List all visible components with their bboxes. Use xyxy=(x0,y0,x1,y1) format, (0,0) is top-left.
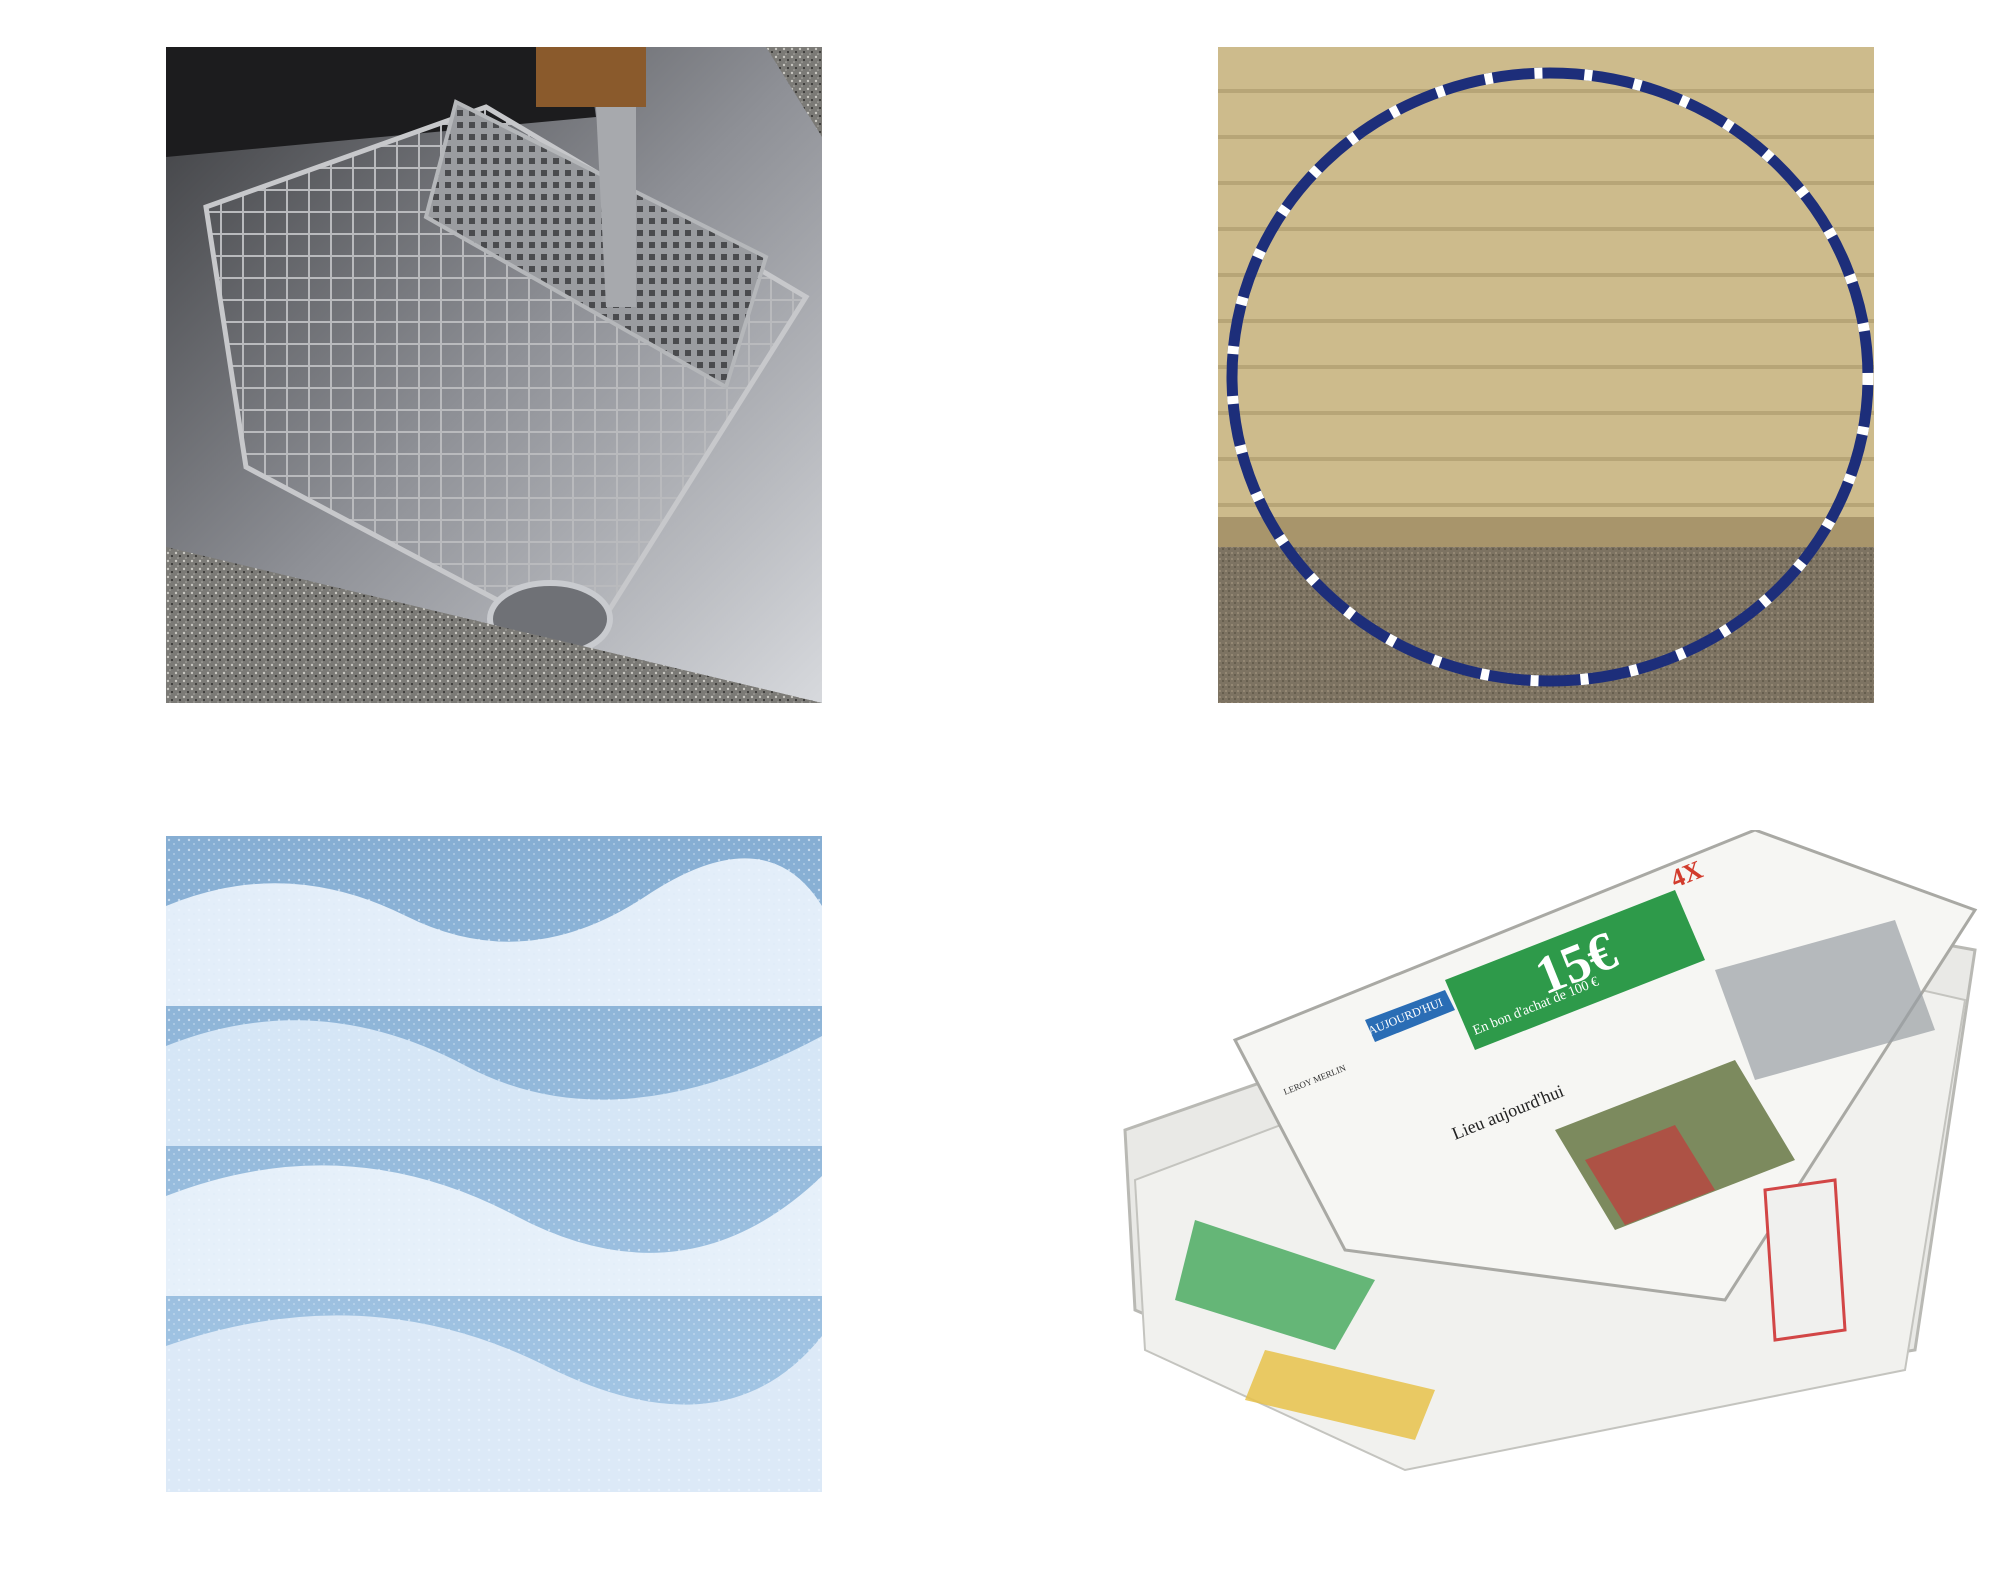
cutlery-basket xyxy=(423,99,769,390)
floor-foreground xyxy=(166,547,822,703)
snow-texture xyxy=(166,836,822,1492)
price-banner xyxy=(1445,890,1705,1050)
hoop-tape-stripes xyxy=(1226,67,1874,687)
baseboard xyxy=(1218,517,1874,547)
newspaper-stack-photo: 15€ En bon d'achat de 100 € AUJOURD'HUI … xyxy=(1115,830,1985,1510)
top-right-photo xyxy=(1715,920,1935,1080)
hula-hoop-illustration xyxy=(1218,47,1874,703)
dishwasher-illustration xyxy=(166,47,822,703)
comic-insert xyxy=(1175,1220,1375,1350)
top-newspaper xyxy=(1232,830,1978,1302)
dishwasher-rack-photo xyxy=(166,47,822,703)
brick-wall xyxy=(1218,47,1874,547)
blue-strip xyxy=(1365,990,1455,1042)
yellow-insert xyxy=(1245,1350,1435,1440)
hula-hoop-photo xyxy=(1218,47,1874,703)
cabinet-edge xyxy=(536,47,646,107)
newspaper-illustration: 15€ En bon d'achat de 100 € AUJOURD'HUI … xyxy=(1123,830,1978,1472)
tub-interior-shadow xyxy=(166,47,596,157)
snow-illustration xyxy=(166,836,822,1492)
basket-handle xyxy=(596,107,636,307)
snow-photo xyxy=(166,836,822,1492)
photo-people xyxy=(1585,1125,1715,1225)
red-bordered-page xyxy=(1763,1178,1847,1342)
